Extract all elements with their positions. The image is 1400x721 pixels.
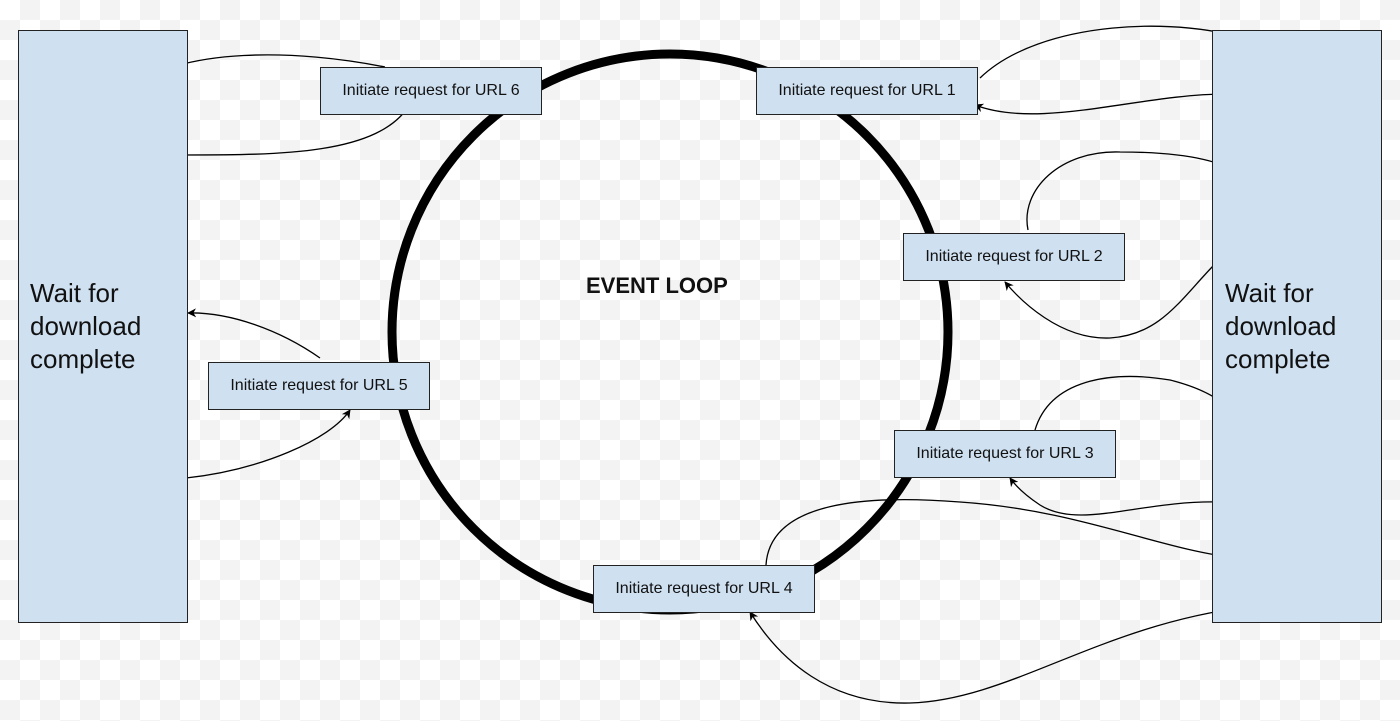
arrow-left-panel-to-url5: [185, 409, 351, 479]
event-loop-circle: [387, 49, 953, 615]
arrow-url4-to-right-panel: [765, 498, 1239, 566]
arrow-right-panel-to-url4: [749, 606, 1248, 704]
arrow-url5-to-left-panel: [187, 308, 321, 359]
request-box-url-2: Initiate request for URL 2: [903, 233, 1125, 281]
left-panel-line-3: complete: [30, 344, 136, 374]
request-box-url-4: Initiate request for URL 4: [593, 565, 815, 613]
arrow-right-panel-to-url2: [1004, 264, 1215, 339]
arrow-url3-to-right-panel: [1034, 375, 1241, 431]
request-box-url-1: Initiate request for URL 1: [756, 67, 978, 115]
request-box-url-3: Initiate request for URL 3: [894, 430, 1116, 478]
right-panel-line-1: Wait for: [1225, 278, 1314, 308]
request-box-url-6: Initiate request for URL 6: [320, 67, 542, 115]
arrow-left-panel-to-url6: [181, 103, 411, 156]
arrow-right-panel-to-url1: [974, 93, 1227, 115]
event-loop-label: EVENT LOOP: [586, 273, 728, 298]
left-panel-line-2: download: [30, 311, 142, 341]
right-panel-line-3: complete: [1225, 344, 1331, 374]
left-panel-label: Wait for download complete: [30, 277, 141, 376]
left-panel-line-1: Wait for: [30, 278, 119, 308]
right-panel-label: Wait for download complete: [1225, 277, 1336, 376]
right-panel-line-2: download: [1225, 311, 1337, 341]
right-wait-panel: [1212, 30, 1382, 623]
arrow-right-panel-to-url3: [1009, 477, 1221, 516]
request-box-url-5: Initiate request for URL 5: [208, 362, 430, 410]
left-wait-panel: [18, 30, 188, 623]
